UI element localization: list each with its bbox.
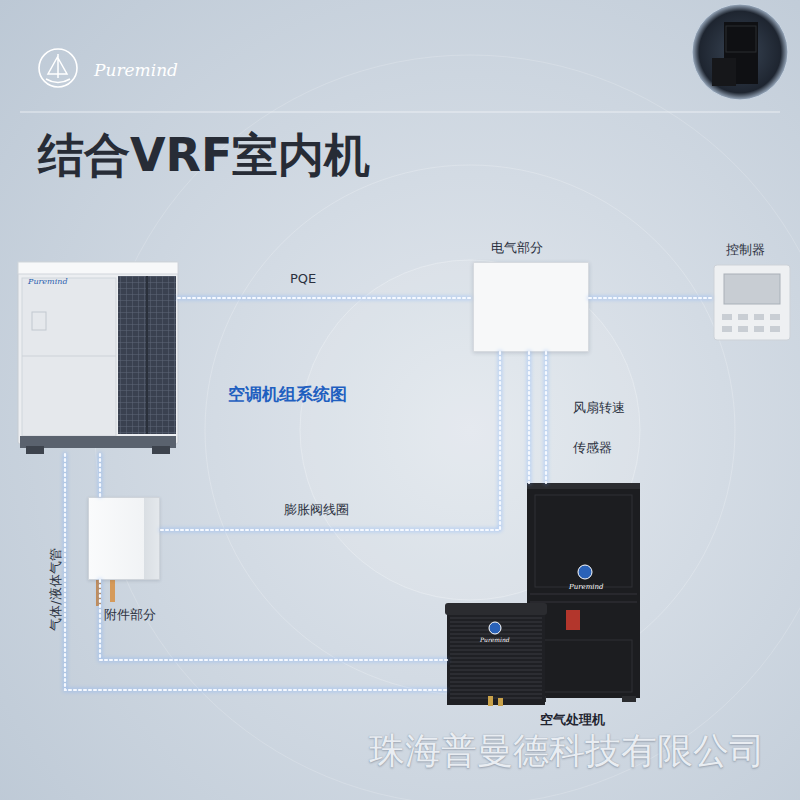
illustration-part <box>530 594 637 595</box>
brand-mark: Puremind <box>569 584 604 591</box>
illustration-part <box>726 26 756 52</box>
illustration-part <box>722 314 732 320</box>
illustration-part <box>118 276 176 434</box>
illustration-part <box>754 326 764 332</box>
illustration-part <box>712 22 758 86</box>
air-handler-box: Puremind空气处理机 <box>447 483 640 705</box>
illustration-part <box>770 314 780 320</box>
dotted-connector <box>100 580 447 660</box>
outdoor-unit-box: Puremind <box>18 262 178 454</box>
controller-panel <box>714 265 790 340</box>
illustration-part <box>447 612 545 705</box>
illustration-part <box>488 696 493 706</box>
illustration-part <box>22 356 116 357</box>
brand-mark: Puremind <box>28 278 68 286</box>
illustration-part <box>18 262 178 444</box>
illustration-part <box>738 314 748 320</box>
node-heading: 控制器 <box>726 243 765 256</box>
illustration-part <box>578 565 592 579</box>
company-watermark: 珠海普曼德科技有限公司 <box>369 733 765 769</box>
controller-box: 控制器 <box>714 265 790 340</box>
connector-label: 气体/液体气管 <box>49 530 62 650</box>
dotted-connector <box>160 352 500 530</box>
illustration-part <box>530 602 637 603</box>
connector-label: 膨胀阀线圈 <box>284 503 349 516</box>
brand-name: Puremind <box>94 62 178 79</box>
header-rule <box>20 112 780 113</box>
dotted-connector <box>528 352 530 483</box>
illustration-part <box>22 278 116 436</box>
node-heading: 附件部分 <box>104 608 156 621</box>
brand-logo <box>39 49 77 87</box>
illustration-part <box>32 312 46 330</box>
illustration-part <box>714 265 790 340</box>
illustration-part <box>445 603 547 615</box>
connector-label: 传感器 <box>573 441 612 454</box>
illustration-part <box>712 58 736 86</box>
illustration-part <box>770 326 780 332</box>
illustration-part <box>535 495 632 587</box>
illustration-part <box>450 618 542 698</box>
illustration-part <box>46 54 70 83</box>
node-heading: 电气部分 <box>491 241 543 254</box>
illustration-part <box>692 4 788 100</box>
illustration-part <box>498 698 503 706</box>
node-heading: 空气处理机 <box>540 713 605 726</box>
illustration-part <box>96 578 101 606</box>
connector-label: 风扇转速 <box>573 401 625 414</box>
illustration-part <box>152 446 170 454</box>
illustration-part <box>738 326 748 332</box>
illustration-part <box>754 314 764 320</box>
dotted-connector <box>178 297 473 299</box>
illustration-part <box>527 483 640 489</box>
illustration-part <box>489 622 501 634</box>
condensing-unit <box>445 603 547 706</box>
illustration-part <box>26 446 44 454</box>
outdoor-unit <box>18 262 178 454</box>
dotted-connector <box>99 454 101 497</box>
thumbnail-image <box>692 4 788 100</box>
illustration-part <box>535 640 632 692</box>
illustration-part <box>622 696 636 702</box>
diagram-title: 结合VRF室内机 <box>38 132 370 178</box>
illustration-part <box>110 578 115 602</box>
brand-mark: Puremind <box>480 637 510 643</box>
connector-label: PQE <box>290 272 316 285</box>
illustration-part <box>39 49 77 87</box>
accessory-box: 附件部分 <box>88 497 160 580</box>
dotted-connector <box>65 454 447 690</box>
illustration-part <box>724 274 780 304</box>
diagram-subtitle: 空调机组系统图 <box>228 386 347 403</box>
illustration-part <box>146 276 148 434</box>
dotted-connector <box>545 352 547 483</box>
electrical-box: 电气部分 <box>473 262 589 352</box>
illustration-part <box>18 262 178 274</box>
illustration-part <box>722 326 732 332</box>
dotted-connector <box>589 297 714 299</box>
illustration-part <box>566 610 580 630</box>
